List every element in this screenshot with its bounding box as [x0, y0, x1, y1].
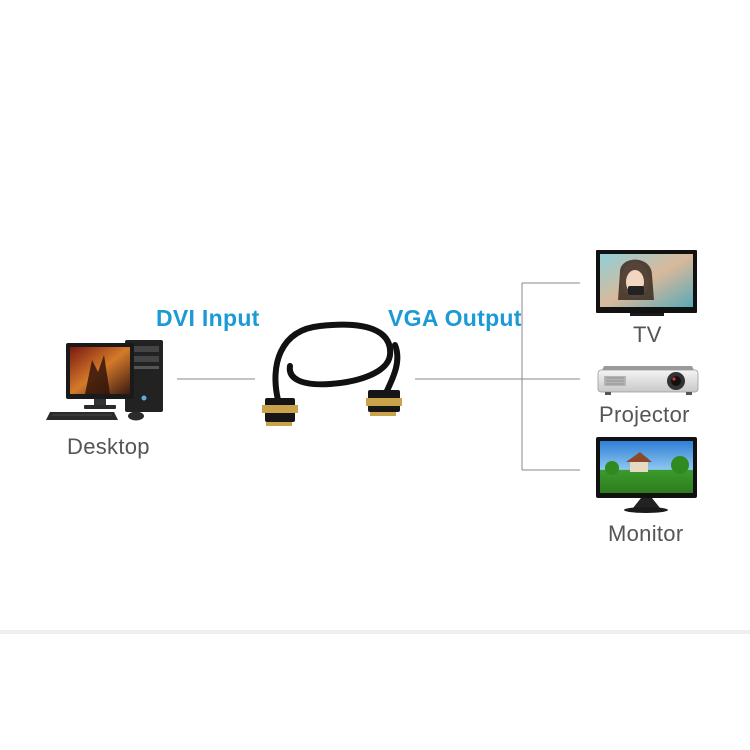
dvi-input-label: DVI Input — [156, 305, 260, 331]
tv-label: TV — [633, 322, 662, 347]
monitor-label: Monitor — [608, 521, 684, 546]
monitor-icon — [596, 437, 697, 513]
desktop-computer-icon — [46, 340, 163, 421]
projector-icon — [597, 366, 699, 395]
desktop-label: Desktop — [67, 434, 150, 459]
vga-output-label: VGA Output — [388, 305, 522, 331]
tv-icon — [596, 250, 697, 316]
dvi-vga-cable-icon — [262, 321, 402, 426]
bottom-divider — [0, 630, 750, 634]
projector-label: Projector — [599, 402, 690, 427]
